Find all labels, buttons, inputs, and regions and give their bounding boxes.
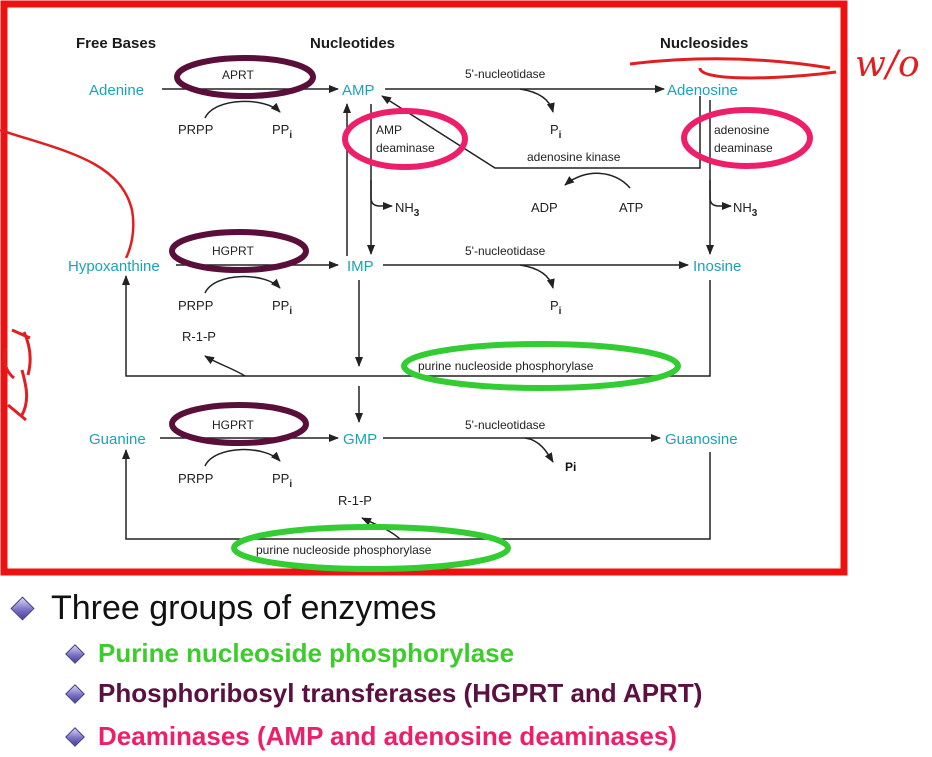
arrow-pi-3 [524,437,554,463]
enzyme-hgprt-2: HGPRT [212,418,254,432]
arrow-pnp-guanosine-guanine [122,449,711,540]
header-free-bases: Free Bases [76,35,156,52]
highlight-hgprt-2 [169,402,309,446]
bullet-diamond-icon [65,726,85,747]
arrow-nh3-2 [709,180,732,210]
compound-inosine: Inosine [693,258,741,275]
bullet-item-deaminases: Deaminases (AMP and adenosine deaminases… [65,721,677,752]
arrow-adenosine-kinase [381,95,701,169]
cofactor-nh3-2: NH3 [733,200,758,219]
cofactor-adp: ADP [531,200,558,215]
arrow-prpp-ppi-2 [204,275,281,294]
enzyme-adenosine-kinase: adenosine kinase [527,150,621,164]
arrow-prpp-ppi-1 [204,100,281,119]
enzyme-aprt: APRT [222,68,254,82]
purine-salvage-diagram: Free Bases Nucleotides Nucleosides Adeni… [0,0,920,576]
cofactor-prpp-1: PRPP [178,122,213,137]
enzyme-adenosine-deaminase-line1: adenosine [714,123,770,137]
bullet-item-text: Deaminases (AMP and adenosine deaminases… [98,721,677,751]
diagram-frame [0,0,848,576]
cofactor-prpp-3: PRPP [178,471,213,486]
enzyme-5-nucleotidase-2: 5'-nucleotidase [465,244,546,258]
compound-hypoxanthine: Hypoxanthine [68,258,160,275]
compound-guanine: Guanine [89,431,146,448]
highlight-pnp-2 [231,524,511,572]
compound-adenosine: Adenosine [667,82,738,99]
enzyme-amp-deaminase-line1: AMP [376,123,402,137]
enzyme-5-nucleotidase-3: 5'-nucleotidase [465,418,546,432]
highlight-aprt [174,55,316,99]
bullet-main-text: Three groups of enzymes [51,589,437,627]
arrow-r1p-1 [204,355,246,377]
cofactor-p-1: Pi [550,122,562,141]
highlight-amp-deaminase [342,108,468,170]
cofactor-pp-3: PPi [272,471,292,490]
bullet-main: Three groups of enzymes [10,589,437,628]
cofactor-pp-2: PPi [272,298,292,317]
handwritten-arrow-stroke [698,67,837,80]
arrow-atp-adp [564,172,631,189]
arrow-nh3-1 [370,180,393,210]
handwritten-note: w/o [855,44,920,85]
enzyme-pnp-1: purine nucleoside phosphorylase [418,359,594,373]
cofactor-r1p-2: R-1-P [338,493,372,508]
bullet-diamond-icon [65,643,85,664]
enzyme-5-nucleotidase-1: 5'-nucleotidase [465,67,546,81]
cofactor-atp: ATP [619,200,643,215]
bullet-item-transferases: Phosphoribosyl transferases (HGPRT and A… [65,678,703,709]
highlight-pnp-1 [401,341,681,391]
compound-gmp: GMP [343,431,377,448]
arrow-prpp-ppi-3 [204,448,281,467]
handwritten-scribble-left [2,328,32,422]
enzyme-adenosine-deaminase-line2: deaminase [714,141,773,155]
compound-amp: AMP [342,82,375,99]
cofactor-prpp-2: PRPP [178,298,213,313]
cofactor-nh3-1: NH3 [395,200,420,219]
highlight-adenosine-deaminase [681,107,813,169]
compound-adenine: Adenine [89,82,144,99]
cofactor-pi-3: Pi [565,460,576,474]
header-nucleotides: Nucleotides [310,35,395,52]
compound-guanosine: Guanosine [665,431,738,448]
highlight-hgprt-1 [169,229,309,273]
cofactor-pp-1: PPi [272,122,292,141]
handwritten-underline [629,57,831,70]
arrow-pi-1 [519,88,555,113]
bullet-diamond-icon [65,683,85,704]
bullet-item-text: Purine nucleoside phosphorylase [98,638,515,668]
cofactor-p-2: Pi [550,298,562,317]
cofactor-r1p-1: R-1-P [182,329,216,344]
compound-imp: IMP [347,258,374,275]
enzyme-pnp-2: purine nucleoside phosphorylase [256,543,432,557]
bullet-item-text: Phosphoribosyl transferases (HGPRT and A… [98,678,703,708]
enzyme-hgprt-1: HGPRT [212,244,254,258]
arrow-pi-2 [519,264,555,289]
bullet-diamond-icon [10,596,35,621]
enzyme-amp-deaminase-line2: deaminase [376,141,435,155]
handwritten-curve-left [0,128,135,259]
bullet-item-phosphorylase: Purine nucleoside phosphorylase [65,638,515,669]
header-nucleosides: Nucleosides [660,35,748,52]
